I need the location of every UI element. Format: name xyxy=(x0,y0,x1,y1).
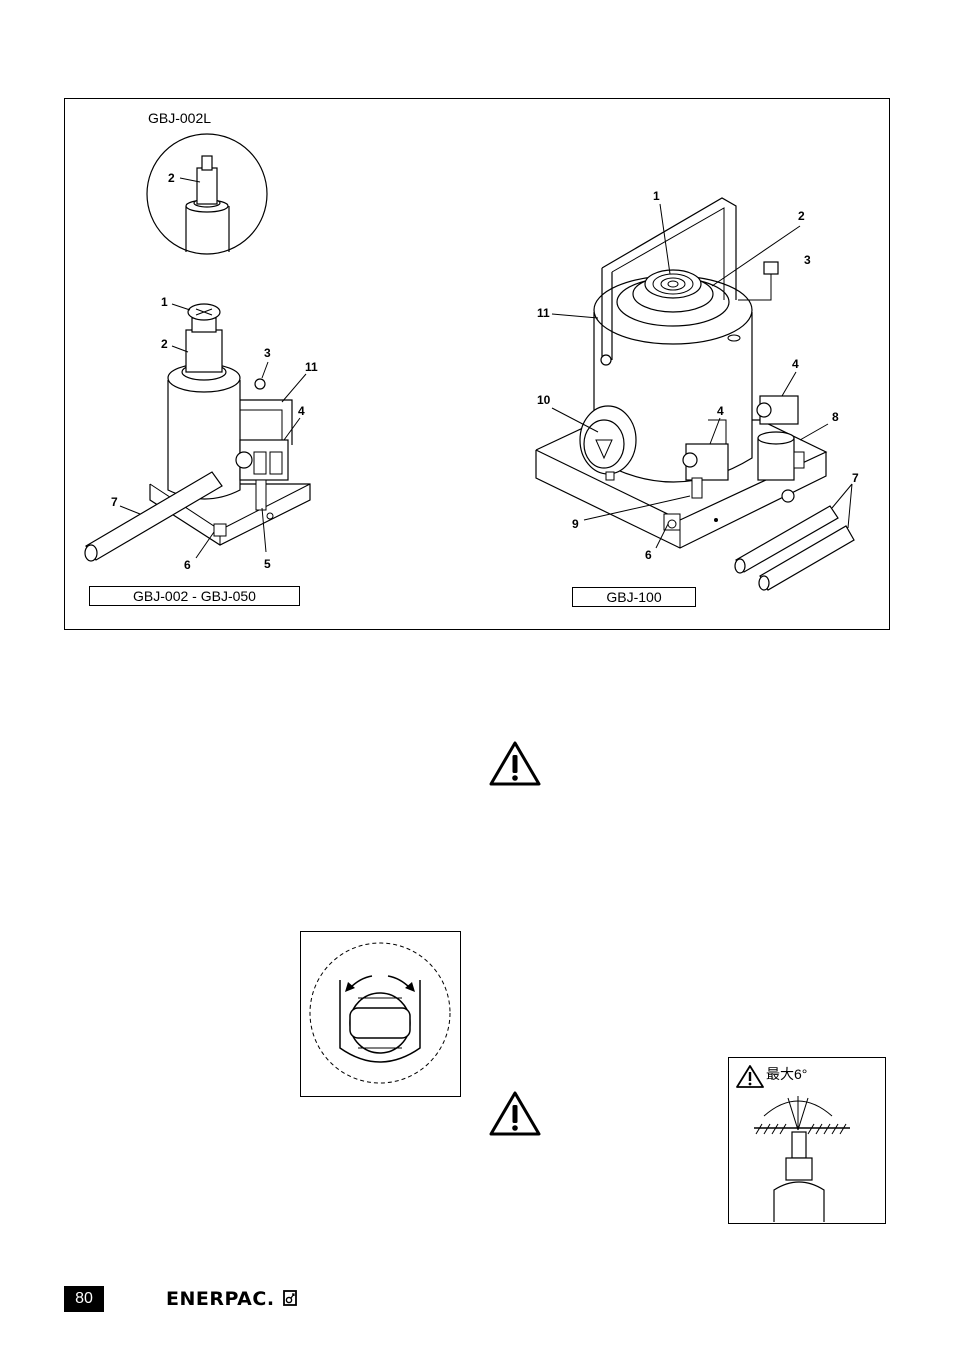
right-callout-4b: 4 xyxy=(717,404,724,418)
right-callout-7: 7 xyxy=(852,471,859,485)
left-callout-4: 4 xyxy=(298,404,305,418)
left-callout-3: 3 xyxy=(264,346,271,360)
right-model-caption: GBJ-100 xyxy=(572,587,696,607)
left-callout-1: 1 xyxy=(161,295,168,309)
right-callout-11: 11 xyxy=(537,306,550,320)
right-callout-2: 2 xyxy=(798,209,805,223)
max-tilt-label: 最大6° xyxy=(766,1066,808,1082)
inset-callout-2: 2 xyxy=(168,171,175,185)
brand-logo-text: ENERPAC. xyxy=(166,1288,275,1310)
left-callout-6: 6 xyxy=(184,558,191,572)
left-model-caption: GBJ-002 - GBJ-050 xyxy=(89,586,300,606)
right-callout-6: 6 xyxy=(645,548,652,562)
warning-triangle-icon xyxy=(489,741,541,786)
left-callout-5: 5 xyxy=(264,557,271,571)
warning-triangle-icon xyxy=(489,1091,541,1136)
warning-triangle-icon xyxy=(736,1065,764,1088)
right-callout-9: 9 xyxy=(572,517,579,531)
left-callout-7: 7 xyxy=(111,495,118,509)
right-callout-10: 10 xyxy=(537,393,551,407)
right-callout-8: 8 xyxy=(832,410,839,424)
left-callout-2: 2 xyxy=(161,337,168,351)
right-callout-1: 1 xyxy=(653,189,660,203)
right-callout-4a: 4 xyxy=(792,357,799,371)
left-callout-11: 11 xyxy=(305,360,318,374)
enerpac-logo-mark-icon xyxy=(283,1290,297,1306)
inset-model-label: GBJ-002L xyxy=(148,110,212,126)
right-callout-3: 3 xyxy=(804,253,811,267)
page-number: 80 xyxy=(64,1286,104,1312)
